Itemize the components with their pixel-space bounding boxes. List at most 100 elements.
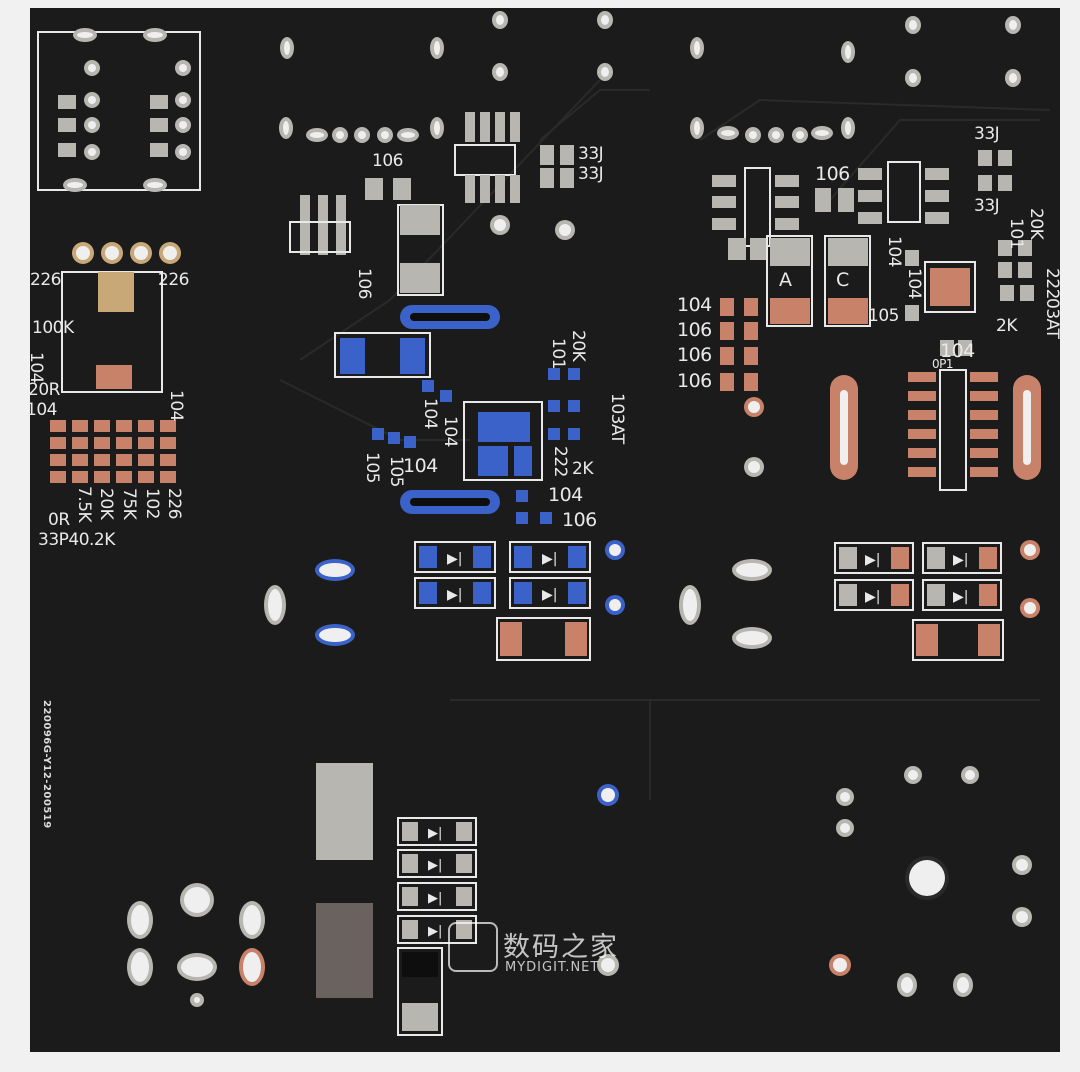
smd-pad <box>138 454 154 466</box>
drill-hole <box>179 96 187 104</box>
smd-pad <box>300 195 310 255</box>
diode-symbol-icon: ▶| <box>428 891 442 906</box>
smd-pad <box>96 365 132 389</box>
smd-pad <box>970 448 998 458</box>
silk-label: 104 <box>904 268 924 299</box>
copper-trace <box>829 119 1040 201</box>
smd-pad <box>858 212 882 224</box>
smd-pad <box>50 454 66 466</box>
silk-label: 222 <box>1042 268 1062 299</box>
smd-pad <box>908 467 936 477</box>
drill-hole <box>494 219 506 231</box>
smd-pad <box>930 268 970 306</box>
silk-label: 104 <box>26 352 46 383</box>
smd-pad <box>979 547 997 569</box>
silk-label: 106 <box>677 319 712 341</box>
drill-hole <box>748 461 760 473</box>
smd-pad <box>516 490 528 502</box>
smd-pad <box>540 145 554 165</box>
smd-pad <box>927 547 945 569</box>
smd-pad <box>404 436 416 448</box>
drill-hole <box>1016 859 1028 871</box>
smd-pad <box>473 582 491 604</box>
silk-outline <box>509 577 591 609</box>
smd-pad <box>393 178 411 200</box>
smd-pad <box>744 347 758 365</box>
smd-pad <box>775 196 799 208</box>
smd-pad <box>720 373 734 391</box>
smd-pad <box>970 410 998 420</box>
drill-hole <box>336 131 344 139</box>
drill-hole <box>310 132 324 138</box>
diode-symbol-icon: ▶| <box>865 589 880 605</box>
silk-outline <box>912 619 1004 661</box>
copper-trace <box>699 98 1051 141</box>
drill-hole <box>434 121 440 135</box>
smd-pad <box>770 238 810 266</box>
smd-pad <box>94 454 110 466</box>
smd-pad <box>970 391 998 401</box>
smd-pad <box>828 298 868 324</box>
smd-pad <box>979 584 997 606</box>
smd-pad <box>916 624 938 656</box>
smd-pad <box>514 582 532 604</box>
drill-hole <box>163 246 177 260</box>
smd-pad <box>402 887 418 906</box>
silk-label: 20K <box>1026 208 1046 240</box>
smd-pad <box>770 298 810 324</box>
drill-hole <box>243 905 261 935</box>
silk-label: 102 <box>142 488 162 519</box>
drill-hole <box>381 131 389 139</box>
smd-pad <box>372 428 384 440</box>
silk-outline <box>922 542 1002 574</box>
smd-pad <box>858 190 882 202</box>
smd-pad <box>388 432 400 444</box>
watermark-chinese: 数码之家 <box>503 932 619 963</box>
drill-hole <box>131 952 149 982</box>
smd-pad <box>565 622 587 656</box>
smd-pad <box>540 512 552 524</box>
silk-label: 20K <box>96 488 116 520</box>
drill-hole <box>965 770 975 780</box>
smd-pad <box>116 454 132 466</box>
silk-label: 03AT <box>1042 298 1062 339</box>
smd-pad <box>1018 240 1032 256</box>
silk-outline <box>397 915 477 944</box>
smd-pad <box>905 305 919 321</box>
silk-outline <box>834 579 914 611</box>
silk-label: 7.5K <box>74 486 94 523</box>
smd-pad <box>568 546 586 568</box>
drill-hole <box>957 977 969 993</box>
smd-pad <box>970 429 998 439</box>
silk-label: 2K <box>572 459 593 479</box>
smd-pad <box>908 410 936 420</box>
smd-pad <box>891 584 909 606</box>
silk-outline <box>509 541 591 573</box>
smd-pad <box>970 372 998 382</box>
smd-pad <box>400 338 425 374</box>
silk-label: 106 <box>562 509 597 531</box>
silk-label: 105 <box>386 456 406 487</box>
smd-pad <box>456 920 472 939</box>
smd-pad <box>905 250 919 266</box>
drill-hole <box>147 182 163 188</box>
drill-hole <box>1024 544 1036 556</box>
smd-pad <box>419 582 437 604</box>
diode-symbol-icon: ▶| <box>953 552 968 568</box>
drill-hole <box>67 182 83 188</box>
silk-label: 222 <box>550 446 570 477</box>
smd-pad <box>514 546 532 568</box>
smd-pad <box>340 338 365 374</box>
smd-pad <box>402 952 438 977</box>
drill-hole <box>283 121 289 135</box>
smd-pad <box>568 428 580 440</box>
silk-label: C <box>836 269 849 291</box>
smd-pad <box>456 887 472 906</box>
silk-outline <box>397 947 443 1036</box>
silk-outline <box>414 541 496 573</box>
copper-trace <box>450 699 651 800</box>
drill-hole <box>76 246 90 260</box>
smd-pad <box>908 372 936 382</box>
